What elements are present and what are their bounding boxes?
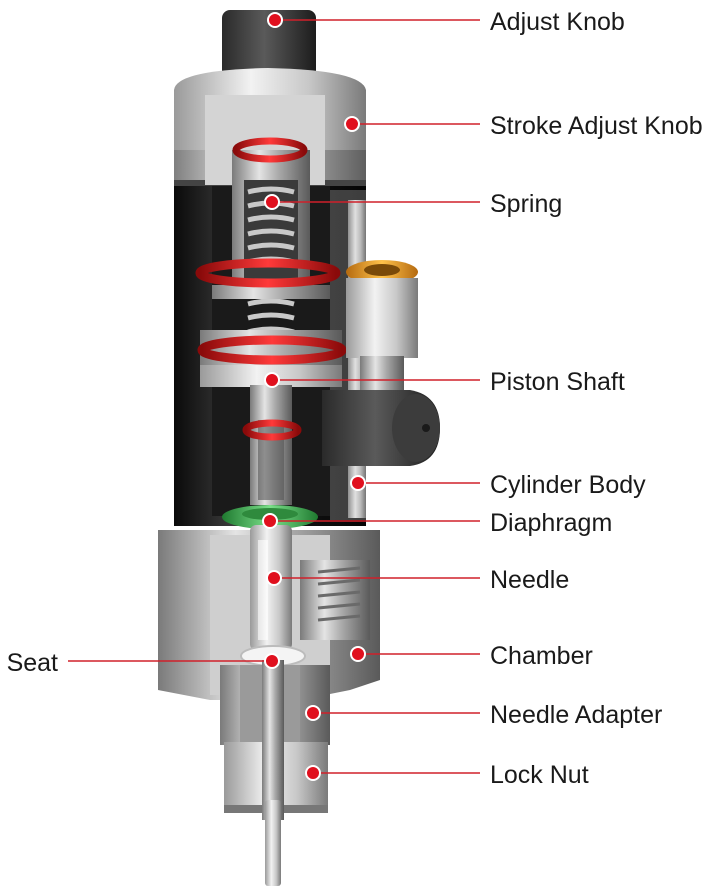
callout-stroke-adjust-knob: Stroke Adjust Knob [344, 112, 703, 140]
callout-piston-shaft: Piston Shaft [264, 368, 625, 396]
valve-illustration [158, 10, 440, 886]
label-adjust-knob: Adjust Knob [490, 8, 625, 36]
o-rings [195, 137, 347, 441]
callout-cylinder-body: Cylinder Body [350, 471, 646, 499]
marker-dot-seat [264, 653, 280, 669]
label-cylinder-body: Cylinder Body [490, 471, 646, 499]
callout-needle: Needle [266, 566, 569, 594]
marker-dot-spring [264, 194, 280, 210]
label-chamber: Chamber [490, 642, 593, 670]
marker-dot-adjust-knob [267, 12, 283, 28]
label-stroke-adjust-knob: Stroke Adjust Knob [490, 112, 703, 140]
marker-dot-cylinder-body [350, 475, 366, 491]
label-lock-nut: Lock Nut [490, 761, 589, 789]
marker-dot-diaphragm [262, 513, 278, 529]
label-diaphragm: Diaphragm [490, 509, 612, 537]
needle-tip [262, 660, 284, 886]
label-spring: Spring [490, 190, 562, 218]
callout-adjust-knob: Adjust Knob [267, 8, 625, 36]
marker-dot-piston-shaft [264, 372, 280, 388]
marker-dot-stroke-adjust-knob [344, 116, 360, 132]
marker-dot-needle-adapter [305, 705, 321, 721]
callout-needle-adapter: Needle Adapter [305, 701, 662, 729]
needle-part [250, 525, 292, 650]
callout-spring: Spring [264, 190, 562, 218]
marker-dot-lock-nut [305, 765, 321, 781]
marker-dot-needle [266, 570, 282, 586]
marker-dot-chamber [350, 646, 366, 662]
callout-chamber: Chamber [350, 642, 593, 670]
inner-sleeve [232, 150, 310, 290]
callout-diaphragm: Diaphragm [262, 509, 612, 537]
air-fitting [322, 260, 440, 466]
label-needle-adapter: Needle Adapter [490, 701, 662, 729]
label-seat: Seat [7, 649, 58, 677]
callout-lock-nut: Lock Nut [305, 761, 589, 789]
label-piston-shaft: Piston Shaft [490, 368, 625, 396]
label-needle: Needle [490, 566, 569, 594]
piston-shaft-part [250, 385, 292, 505]
callout-seat: Seat [7, 649, 280, 677]
